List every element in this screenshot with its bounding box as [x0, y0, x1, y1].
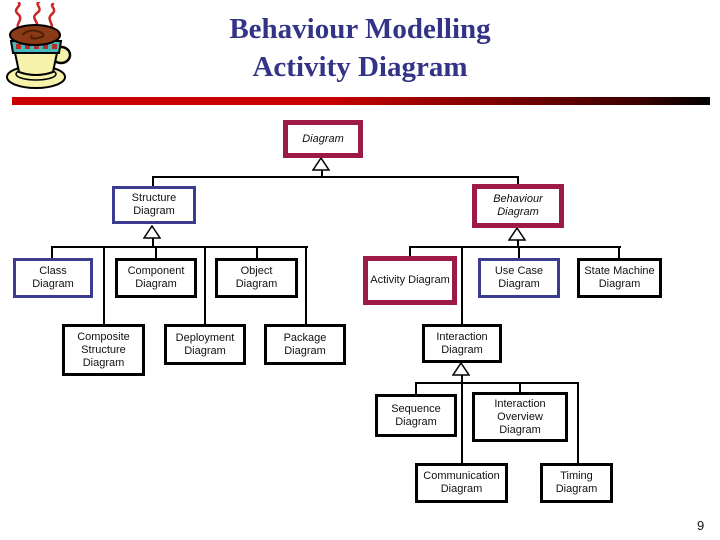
- connector-line: [51, 246, 53, 259]
- generalization-arrow-icon: [452, 362, 470, 376]
- connector-line: [577, 382, 579, 464]
- page-number: 9: [697, 518, 705, 533]
- node-behaviour-diagram: Behaviour Diagram: [472, 184, 564, 228]
- connector-line: [415, 382, 579, 384]
- node-diagram: Diagram: [283, 120, 363, 158]
- connector-line: [461, 246, 463, 325]
- node-timing-diagram: Timing Diagram: [540, 463, 613, 503]
- generalization-arrow-icon: [508, 227, 526, 241]
- connector-line: [152, 176, 154, 187]
- node-state-machine-diagram: State Machine Diagram: [577, 258, 662, 298]
- node-package-diagram: Package Diagram: [264, 324, 346, 365]
- node-activity-diagram: Activity Diagram: [363, 256, 457, 305]
- connector-line: [155, 246, 157, 259]
- connector-line: [321, 170, 323, 177]
- connector-line: [415, 382, 417, 395]
- node-object-diagram: Object Diagram: [215, 258, 298, 298]
- connector-line: [256, 246, 258, 259]
- title-line-2: Activity Diagram: [252, 51, 468, 83]
- connector-line: [461, 382, 463, 464]
- node-interaction-diagram: Interaction Diagram: [422, 324, 502, 363]
- connector-line: [618, 246, 620, 259]
- connector-line: [518, 246, 520, 259]
- title-underline: [12, 97, 710, 105]
- node-communication-diagram: Communication Diagram: [415, 463, 508, 503]
- title-line-1: Behaviour Modelling: [229, 13, 491, 45]
- connector-line: [103, 246, 105, 325]
- node-composite-structure-diagram: Composite Structure Diagram: [62, 324, 145, 376]
- coffee-cup-icon: [6, 2, 72, 89]
- connector-line: [204, 246, 206, 325]
- connector-line: [409, 246, 621, 248]
- node-component-diagram: Component Diagram: [115, 258, 197, 298]
- connector-line: [152, 176, 519, 178]
- connector-line: [519, 382, 521, 393]
- generalization-arrow-icon: [312, 157, 330, 171]
- connector-line: [152, 238, 154, 247]
- generalization-arrow-icon: [143, 225, 161, 239]
- node-interaction-overview-diagram: Interaction Overview Diagram: [472, 392, 568, 442]
- node-deployment-diagram: Deployment Diagram: [164, 324, 246, 365]
- connector-line: [51, 246, 308, 248]
- connector-line: [517, 240, 519, 247]
- node-use-case-diagram: Use Case Diagram: [478, 258, 560, 298]
- connector-line: [517, 176, 519, 186]
- node-sequence-diagram: Sequence Diagram: [375, 394, 457, 437]
- connector-line: [305, 246, 307, 325]
- connector-line: [461, 375, 463, 383]
- node-class-diagram: Class Diagram: [13, 258, 93, 298]
- node-structure-diagram: Structure Diagram: [112, 186, 196, 224]
- connector-line: [409, 246, 411, 257]
